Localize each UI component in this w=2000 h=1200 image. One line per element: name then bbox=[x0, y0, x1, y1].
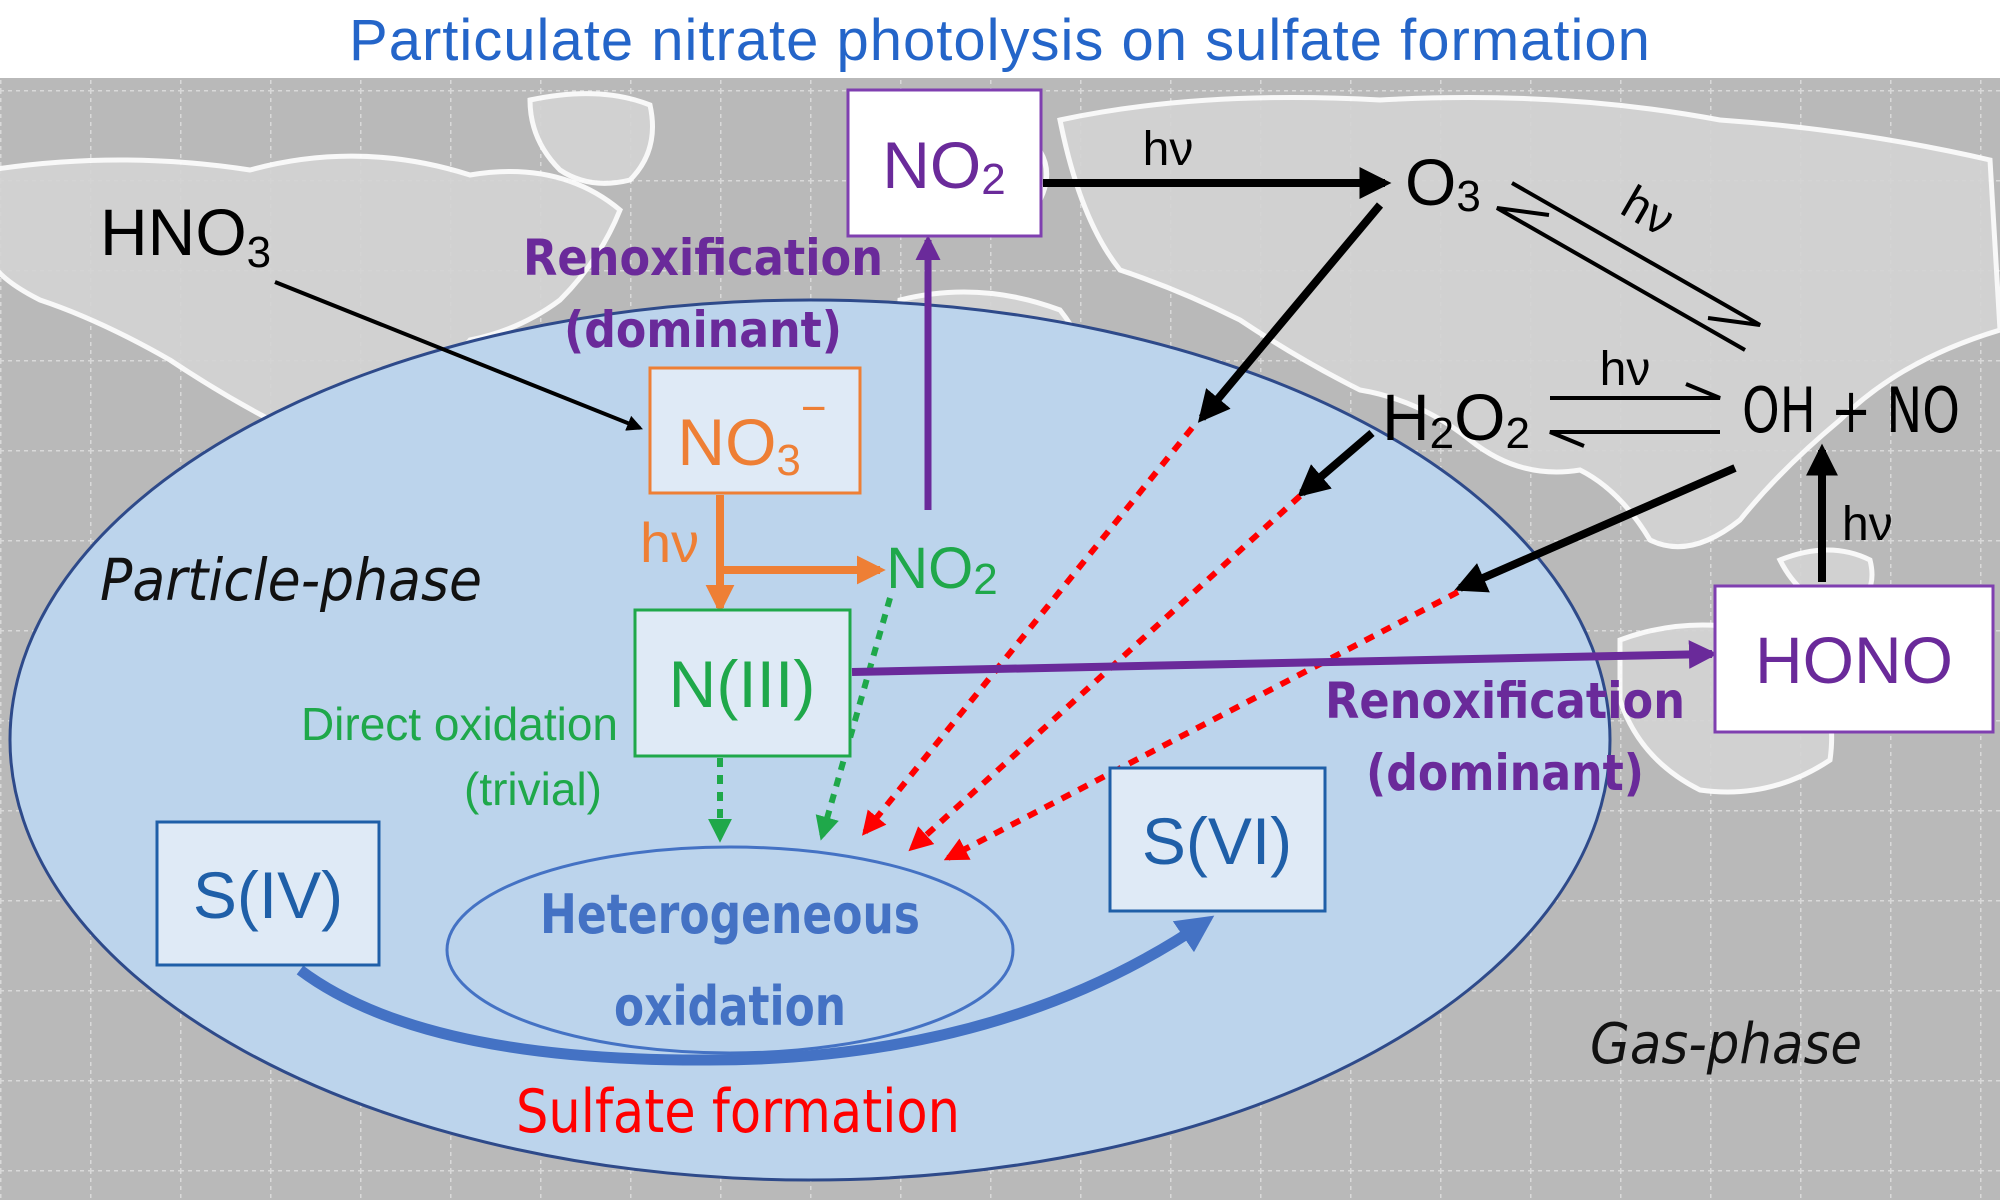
hono-species: HONO bbox=[1755, 623, 1953, 697]
no2-oxidation-dotted-arrow bbox=[815, 597, 893, 841]
direct-oxidation-label-1: Direct oxidation bbox=[301, 698, 618, 750]
ohno-to-h2o2-half-arrow bbox=[1549, 430, 1720, 448]
hv-label-h2o2-ohno: hν bbox=[1600, 343, 1651, 396]
oh-uptake-arrow bbox=[1454, 464, 1737, 593]
o3-species: O3 bbox=[1405, 145, 1481, 221]
renoxification-top-label-2: (dominant) bbox=[564, 301, 842, 359]
no2-particle-species: NO2 bbox=[886, 536, 997, 604]
h2o2-to-ohno-half-arrow bbox=[1550, 382, 1721, 400]
h2o2-uptake-arrow bbox=[1297, 429, 1375, 498]
hv-label-nitrate: hν bbox=[640, 511, 699, 574]
direct-oxidation-label-2: (trivial) bbox=[464, 763, 602, 815]
o3-to-ohno-half-arrow bbox=[1511, 181, 1761, 327]
sulfate-formation-arrow bbox=[296, 915, 1215, 1066]
renoxification-top-label-1: Renoxification bbox=[523, 229, 883, 287]
sulfate-formation-label: Sulfate formation bbox=[516, 1077, 960, 1147]
s4-species: S(IV) bbox=[193, 858, 343, 932]
nitrate-box bbox=[648, 366, 862, 495]
renoxification-right-label-1: Renoxification bbox=[1325, 672, 1685, 730]
n3-to-hono-arrow bbox=[851, 640, 1718, 676]
hv-label-hono-ohno: hν bbox=[1842, 498, 1893, 551]
hv-label-no2-o3: hν bbox=[1143, 123, 1194, 176]
no2-gas-species: NO2 bbox=[882, 128, 1005, 204]
oh-oxidation-dotted-arrow bbox=[943, 589, 1460, 861]
heterogeneous-oxidation-ellipse bbox=[445, 845, 1015, 1055]
hno3-to-nitrate-arrow bbox=[274, 280, 643, 431]
diagram-title: Particulate nitrate photolysis on sulfat… bbox=[349, 8, 1651, 73]
o3-uptake-arrow bbox=[1197, 202, 1384, 423]
renoxification-right-label-2: (dominant) bbox=[1366, 744, 1644, 802]
s6-box bbox=[1108, 766, 1327, 913]
s6-species: S(VI) bbox=[1142, 804, 1292, 878]
n3-species: N(III) bbox=[669, 647, 816, 721]
s4-box bbox=[155, 820, 381, 967]
no2-gas-box bbox=[846, 88, 1043, 238]
h2o2-species: H2O2 bbox=[1382, 380, 1530, 458]
gas-phase-label: Gas-phase bbox=[1590, 1012, 1862, 1077]
hono-box bbox=[1713, 584, 1995, 734]
heterogeneous-label-1: Heterogeneous bbox=[540, 883, 920, 946]
hno3-species: HNO3 bbox=[100, 195, 271, 277]
nitrate-species: NO3− bbox=[677, 384, 826, 485]
ohno-to-o3-half-arrow bbox=[1496, 206, 1746, 352]
oh-no-species: OH + NO bbox=[1742, 374, 1960, 447]
particle-phase-label: Particle-phase bbox=[100, 546, 482, 614]
heterogeneous-label-2: oxidation bbox=[614, 975, 846, 1038]
n3-box bbox=[633, 608, 852, 758]
